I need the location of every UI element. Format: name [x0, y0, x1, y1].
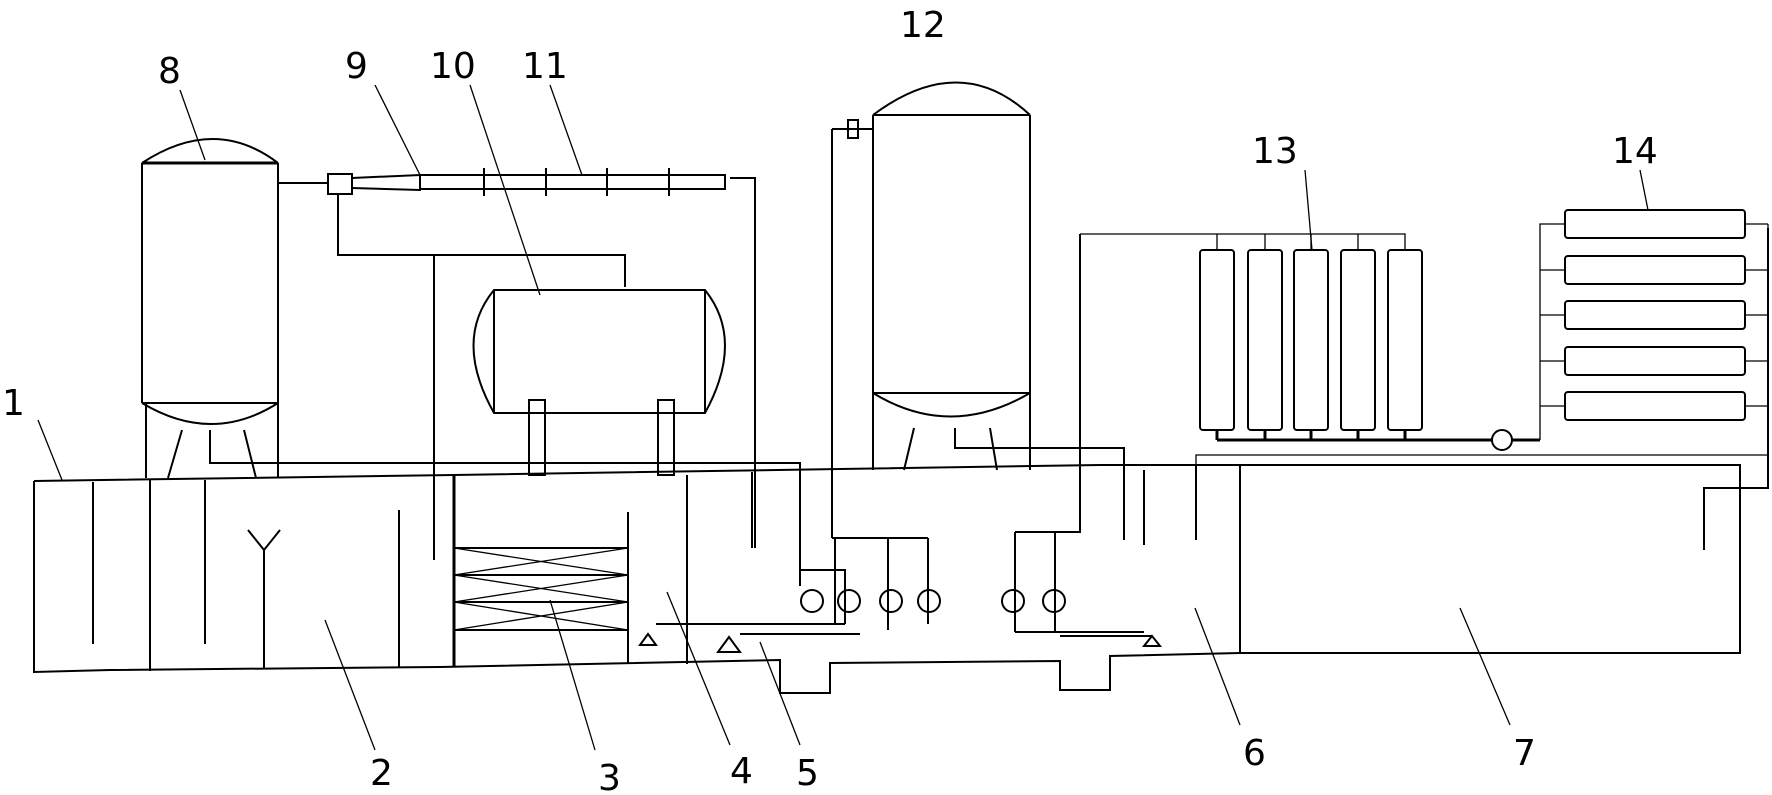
pump-group-b [1002, 234, 1144, 632]
label-8: 8 [158, 51, 181, 92]
label-6: 6 [1243, 733, 1266, 774]
part-labels: 1 2 3 4 5 6 7 8 9 10 11 12 13 14 [2, 5, 1658, 795]
label-10: 10 [430, 46, 476, 87]
label-5: 5 [796, 753, 819, 794]
label-4: 4 [730, 751, 753, 792]
label-1: 1 [2, 383, 25, 424]
label-7: 7 [1513, 733, 1536, 774]
label-2: 2 [370, 753, 393, 794]
ejector-9 [278, 174, 625, 287]
vessel-8 [142, 139, 800, 570]
aerator-5 [640, 624, 860, 652]
horizontal-tank-10 [434, 255, 725, 478]
basin-outline [34, 465, 1740, 693]
leader-lines [38, 85, 1648, 750]
label-14: 14 [1612, 131, 1658, 172]
inlet-tank-1 [93, 480, 205, 671]
media-filter-tank-3 [454, 475, 628, 667]
pipe-11 [420, 168, 755, 548]
storage-tank-7 [1704, 228, 1768, 550]
vessel-12 [832, 83, 1124, 541]
membrane-bank-13 [1080, 234, 1540, 450]
label-12: 12 [900, 5, 946, 46]
filter-bank-14 [1196, 210, 1768, 488]
label-13: 13 [1252, 131, 1298, 172]
label-3: 3 [598, 758, 621, 795]
label-11: 11 [522, 46, 568, 87]
aeration-tank-2 [248, 478, 434, 668]
pump-group-a [800, 538, 940, 630]
label-9: 9 [345, 46, 368, 87]
settling-tank-4 [687, 472, 752, 664]
clear-water-tank-6 [1060, 465, 1240, 653]
